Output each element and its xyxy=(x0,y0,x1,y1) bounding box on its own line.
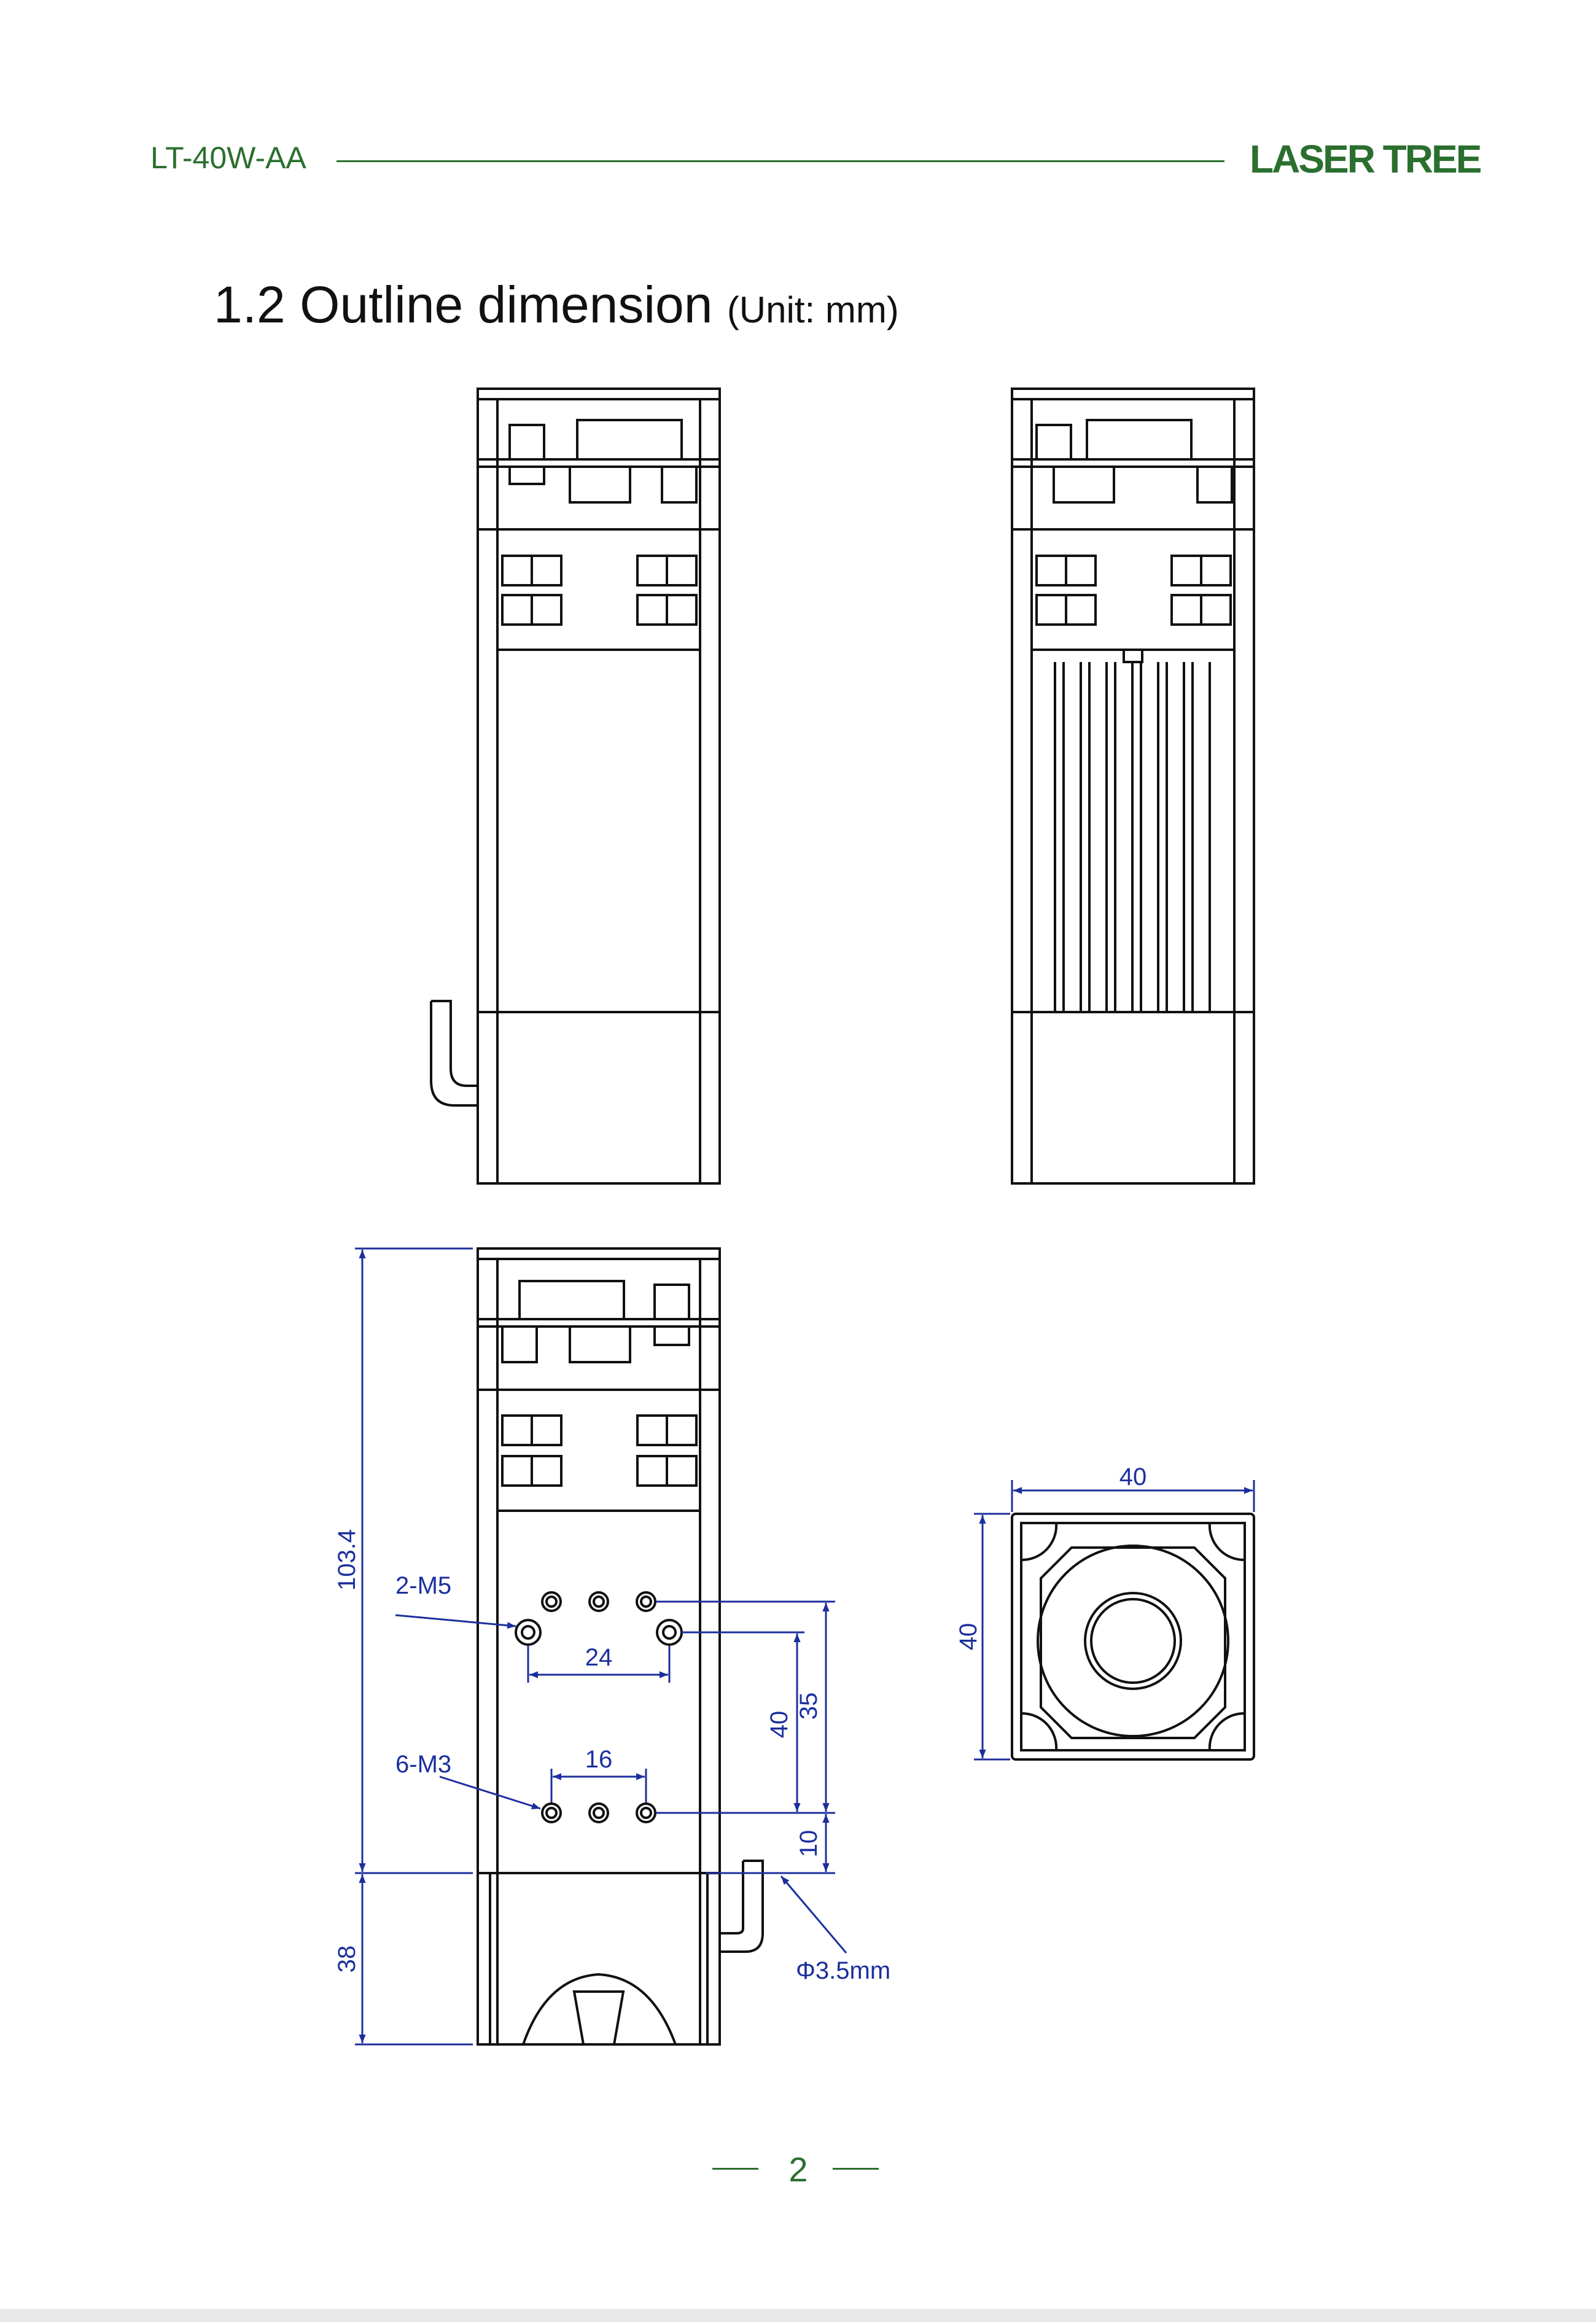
dim-m5-label: 2-M5 xyxy=(395,1572,451,1599)
page-number-footer: 2 xyxy=(712,2149,884,2186)
dim-depth: 40 xyxy=(955,1623,982,1651)
bottom-view xyxy=(1012,1514,1254,1759)
dimension-labels: 103.4 38 2-M5 6-M3 24 16 40 35 10 Φ3.5mm… xyxy=(333,1463,1146,1984)
heatsink-fins xyxy=(1055,662,1210,1012)
dim-m5-spacing: 24 xyxy=(585,1644,613,1671)
dim-m3-label: 6-M3 xyxy=(395,1751,451,1778)
mounting-view xyxy=(478,1249,763,2044)
dim-lower-height: 38 xyxy=(333,1946,360,1973)
dim-35-vertical: 35 xyxy=(795,1693,822,1720)
page-number-rule-right xyxy=(833,2168,879,2170)
page-number-rule-left xyxy=(712,2168,758,2170)
dim-total-height: 103.4 xyxy=(333,1529,360,1591)
dim-m3-spacing: 16 xyxy=(585,1746,613,1773)
mounting-holes xyxy=(516,1592,682,1822)
dim-cable-diameter: Φ3.5mm xyxy=(796,1957,890,1984)
page-number: 2 xyxy=(785,2149,812,2189)
dim-40-vertical: 40 xyxy=(766,1711,793,1739)
dim-10-vertical: 10 xyxy=(795,1830,822,1858)
front-view xyxy=(431,389,720,1183)
page-bottom-edge xyxy=(0,2309,1596,2322)
dim-width: 40 xyxy=(1119,1463,1147,1490)
